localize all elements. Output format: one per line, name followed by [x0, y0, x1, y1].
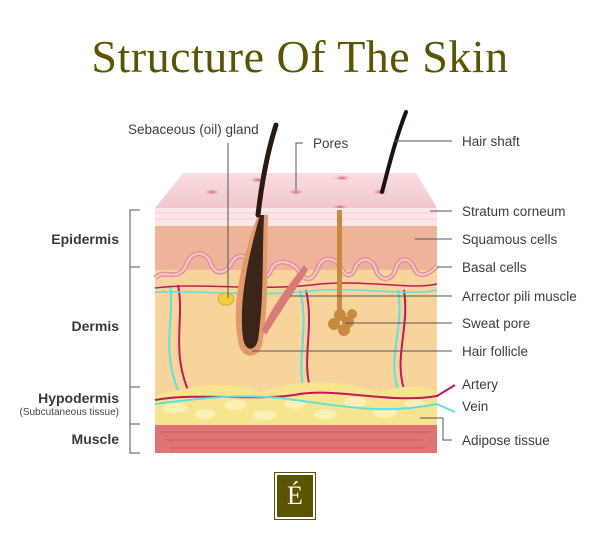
label-squamous-cells: Squamous cells	[462, 232, 558, 247]
label-adipose-tissue: Adipose tissue	[462, 433, 550, 448]
layer-hypodermis: Hypodermis	[38, 390, 119, 406]
hair-shaft-left	[255, 122, 279, 218]
label-stratum-corneum: Stratum corneum	[462, 204, 566, 219]
layer-epidermis: Epidermis	[51, 231, 119, 247]
label-hair-shaft: Hair shaft	[462, 134, 520, 149]
label-sebaceous-gland: Sebaceous (oil) gland	[128, 122, 259, 137]
brand-logo: É	[274, 472, 316, 520]
hair-shaft-right	[380, 110, 408, 194]
layer-dermis: Dermis	[71, 318, 119, 334]
label-hair-follicle: Hair follicle	[462, 344, 529, 359]
logo-letter: É	[287, 481, 303, 510]
arrector-pili-muscle	[262, 265, 308, 335]
sweat-gland	[328, 309, 357, 336]
label-artery: Artery	[462, 377, 499, 392]
label-sweat-pore: Sweat pore	[462, 316, 531, 331]
layer-hypodermis-sub: (Subcutaneous tissue)	[19, 407, 119, 418]
layer-muscle: Muscle	[71, 431, 119, 447]
label-vein: Vein	[462, 399, 489, 414]
stratum-corneum-layer	[155, 208, 437, 226]
page-title: Structure Of The Skin	[91, 31, 509, 82]
leader-lines	[129, 140, 452, 454]
label-arrector-pili: Arrector pili muscle	[462, 289, 577, 304]
sebaceous-gland	[217, 292, 235, 306]
label-pores: Pores	[313, 136, 349, 151]
label-basal-cells: Basal cells	[462, 260, 527, 275]
fat-cells	[163, 397, 425, 420]
muscle-layer	[155, 425, 437, 453]
